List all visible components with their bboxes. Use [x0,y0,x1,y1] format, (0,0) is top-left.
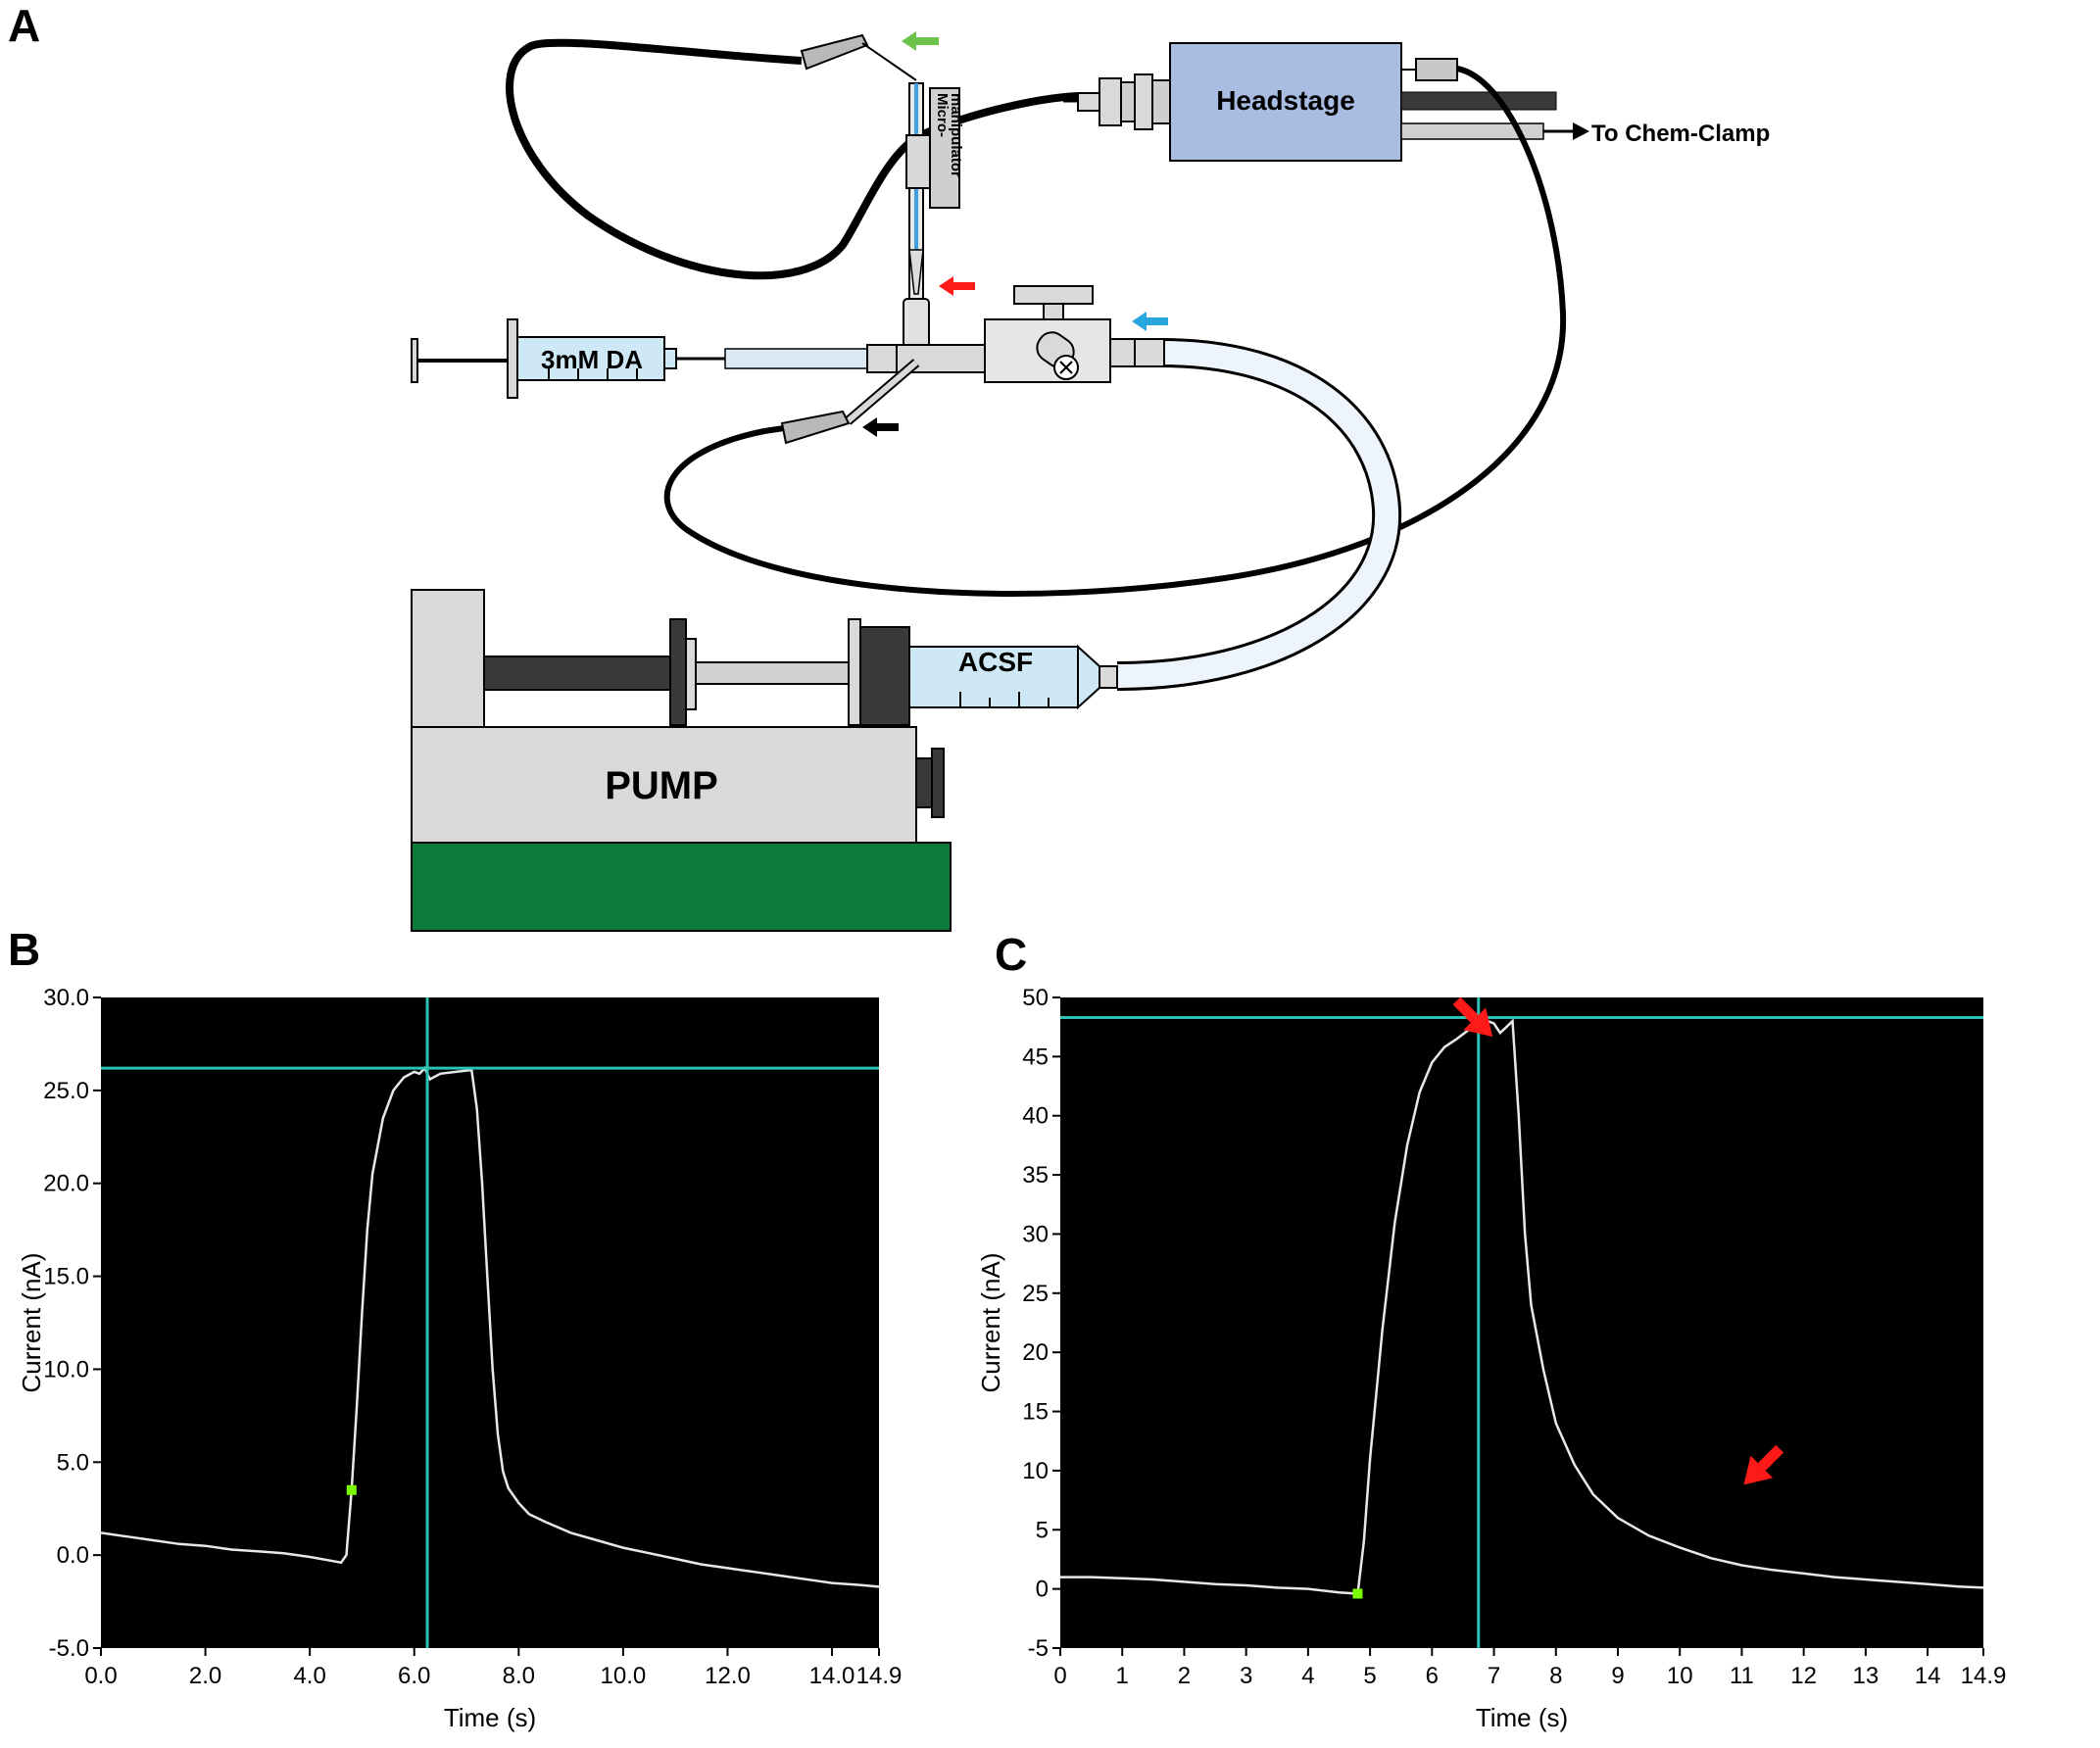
syringe-pump [411,589,1118,932]
arrow-black-icon [862,417,899,437]
y-tick-label: -5 [1028,1635,1049,1662]
x-tick-label: 6.0 [398,1663,430,1689]
x-tick-label: 0 [1053,1663,1066,1689]
y-tick-label: 40 [1022,1103,1049,1130]
arrow-red-icon [939,276,975,296]
x-tick-label: 14.9 [1961,1663,2007,1689]
stopcock-valve [984,285,1165,383]
y-tick-label: 30 [1022,1221,1049,1247]
cable-electrode [506,38,1079,280]
x-tick-label: 13 [1853,1663,1880,1689]
arrow-chem-clamp-icon [1573,122,1589,140]
da-syringe [411,318,725,399]
y-tick-label: 50 [1022,985,1049,1011]
current-trace [1060,1017,1984,1595]
headstage-rod [1400,91,1557,111]
x-tick-label: 2 [1178,1663,1191,1689]
y-tick-label: 20 [1022,1339,1049,1366]
x-tick-label: 6 [1426,1663,1439,1689]
x-tick-label: 5 [1363,1663,1376,1689]
x-tick-label: 14 [1915,1663,1941,1689]
y-tick-label: 45 [1022,1044,1049,1070]
y-axis-label: Current (nA) [976,1252,1005,1392]
headstage-label: Headstage [1216,85,1355,116]
da-syringe-label: 3mM DA [541,345,643,374]
panel-b-label: B [8,924,40,975]
x-tick-label: 3 [1240,1663,1252,1689]
y-tick-label: 25.0 [43,1078,89,1104]
da-tube [724,348,868,369]
y-tick-label: 10 [1022,1458,1049,1484]
x-tick-label: 10 [1667,1663,1693,1689]
y-tick-label: 5 [1036,1517,1049,1543]
x-tick-label: 14.9 [856,1663,903,1689]
micromanipulator-label-1: Micro- [934,93,951,137]
x-tick-label: 2.0 [189,1663,221,1689]
y-tick-label: 5.0 [57,1449,89,1476]
onset-marker [346,1484,357,1495]
x-tick-label: 12.0 [705,1663,751,1689]
x-tick-label: 10.0 [601,1663,647,1689]
y-tick-label: 30.0 [43,985,89,1011]
alligator-clip-bottom [780,410,851,445]
x-tick-label: 1 [1116,1663,1129,1689]
y-tick-label: 0.0 [57,1542,89,1569]
headstage-connector [1063,73,1171,130]
y-tick-label: 15.0 [43,1264,89,1290]
panel-a-label: A [8,0,40,51]
arrow-blue-icon [1132,312,1168,331]
x-tick-label: 0.0 [84,1663,117,1689]
x-tick-label: 4 [1301,1663,1314,1689]
x-tick-label: 7 [1488,1663,1500,1689]
headstage-port [1415,58,1458,81]
y-tick-label: -5.0 [49,1635,89,1662]
y-tick-label: 20.0 [43,1171,89,1197]
micromanipulator-label-2: manipulator [948,93,964,177]
current-trace [100,1065,880,1588]
pump-label: PUMP [605,764,718,807]
to-chem-clamp-label: To Chem-Clamp [1591,121,1770,147]
red-arrow-tail-icon [1743,1444,1784,1485]
x-tick-label: 9 [1611,1663,1624,1689]
y-axis-label: Current (nA) [17,1252,46,1392]
x-tick-label: 8 [1549,1663,1562,1689]
x-axis-label: Time (s) [1476,1703,1568,1732]
y-tick-label: 15 [1022,1399,1049,1426]
headstage-box [1169,42,1402,162]
y-tick-label: 0 [1036,1577,1049,1603]
plot-area [1060,997,1983,1648]
panel-c-label: C [995,929,1027,980]
t-junction [844,298,986,425]
y-tick-label: 25 [1022,1281,1049,1307]
micromanipulator: Micro- manipulator [905,87,964,209]
y-tick-label: 35 [1022,1162,1049,1189]
onset-marker [1352,1588,1363,1599]
y-tick-label: 10.0 [43,1356,89,1383]
alligator-clip-top [800,33,917,81]
x-tick-label: 14.0 [809,1663,855,1689]
red-arrow-peak-icon [1452,996,1493,1038]
acsf-label: ACSF [958,647,1033,677]
cable-ground [663,66,1567,597]
x-axis-label: Time (s) [444,1703,536,1732]
arrow-green-icon [902,31,939,51]
x-tick-label: 12 [1790,1663,1817,1689]
x-tick-label: 4.0 [293,1663,325,1689]
x-tick-label: 11 [1730,1663,1754,1689]
x-tick-label: 8.0 [503,1663,535,1689]
